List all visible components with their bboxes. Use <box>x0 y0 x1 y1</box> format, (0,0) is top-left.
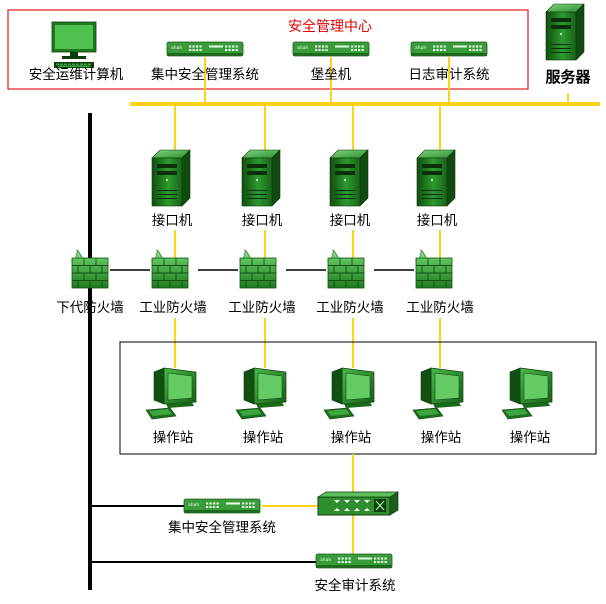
workstation-3[interactable]: 操作站 <box>323 367 375 446</box>
workstation-label: 操作站 <box>331 430 372 446</box>
workstation-icon <box>412 367 464 420</box>
firewall-icon <box>239 249 277 289</box>
industrial-firewall-label: 工业防火墙 <box>406 300 474 316</box>
server-tower-icon <box>151 149 191 207</box>
firewall-icon <box>327 249 365 289</box>
workstation-label: 操作站 <box>243 430 284 446</box>
next-gen-firewall[interactable]: 下代防火墙 <box>56 249 124 316</box>
workstation-icon <box>323 367 375 420</box>
ops-computer[interactable]: 安全运维计算机 <box>29 21 124 83</box>
server-tower-icon <box>545 3 585 61</box>
next-gen-firewall-label: 下代防火墙 <box>56 300 124 316</box>
security-audit-label: 安全审计系统 <box>315 577 396 594</box>
server-tower-icon <box>416 149 456 207</box>
interface-label: 接口机 <box>417 212 458 229</box>
bottom-central-mgmt-label: 集中安全管理系统 <box>168 519 276 536</box>
central-mgmt-system[interactable]: 集中安全管理系统 <box>151 41 259 83</box>
appliance-icon <box>183 498 261 514</box>
industrial-firewall-2[interactable]: 工业防火墙 <box>228 249 296 316</box>
industrial-firewall-3[interactable]: 工业防火墙 <box>316 249 384 316</box>
central-mgmt-label: 集中安全管理系统 <box>151 66 259 83</box>
computer-icon <box>51 21 97 69</box>
firewall-workstation-links <box>174 318 441 368</box>
bottom-central-mgmt-system[interactable]: 集中安全管理系统 <box>168 498 276 536</box>
interface-machine-1[interactable]: 接口机 <box>151 149 193 229</box>
server[interactable]: 服务器 <box>545 3 591 86</box>
industrial-firewall-label: 工业防火墙 <box>228 300 296 316</box>
workstation-4[interactable]: 操作站 <box>412 367 464 446</box>
appliance-icon <box>166 41 244 57</box>
ops-computer-label: 安全运维计算机 <box>29 66 124 83</box>
workstation-icon <box>145 367 197 420</box>
workstation-label: 操作站 <box>421 430 462 446</box>
interface-label: 接口机 <box>330 212 371 229</box>
bus-drops <box>174 104 441 150</box>
interface-machine-4[interactable]: 接口机 <box>416 149 458 229</box>
appliance-icon <box>410 41 488 57</box>
firewall-icon <box>151 249 189 289</box>
server-tower-icon <box>241 149 281 207</box>
security-center-title: 安全管理中心 <box>288 18 372 35</box>
workstation-5[interactable]: 操作站 <box>501 367 553 446</box>
industrial-firewall-label: 工业防火墙 <box>139 300 207 316</box>
bastion-host[interactable]: 堡垒机 <box>292 41 370 83</box>
security-audit-system[interactable]: 安全审计系统 <box>315 553 396 594</box>
server-label: 服务器 <box>545 68 591 86</box>
log-audit-label: 日志审计系统 <box>409 67 490 83</box>
workstation-2[interactable]: 操作站 <box>235 367 287 446</box>
industrial-firewall-label: 工业防火墙 <box>316 300 384 316</box>
security-center-frame <box>7 9 529 90</box>
interface-firewall-links <box>174 230 441 258</box>
workstation-1[interactable]: 操作站 <box>145 367 197 446</box>
interface-label: 接口机 <box>152 212 193 229</box>
firewall-icon <box>415 249 453 289</box>
interface-machine-2[interactable]: 接口机 <box>241 149 283 229</box>
server-tower-icon <box>329 149 369 207</box>
workstation-icon <box>501 367 553 420</box>
workstation-label: 操作站 <box>153 430 194 446</box>
industrial-firewall-4[interactable]: 工业防火墙 <box>406 249 474 316</box>
industrial-firewall-1[interactable]: 工业防火墙 <box>139 249 207 316</box>
log-audit-system[interactable]: 日志审计系统 <box>409 41 490 83</box>
workstation-label: 操作站 <box>510 430 551 446</box>
workstation-group-frame <box>119 341 597 455</box>
interface-machine-3[interactable]: 接口机 <box>329 149 371 229</box>
network-switch[interactable] <box>316 491 400 516</box>
appliance-icon <box>315 553 393 569</box>
workstation-icon <box>235 367 287 420</box>
appliance-icon <box>292 41 370 57</box>
interface-label: 接口机 <box>242 212 283 229</box>
bastion-label: 堡垒机 <box>311 67 352 83</box>
